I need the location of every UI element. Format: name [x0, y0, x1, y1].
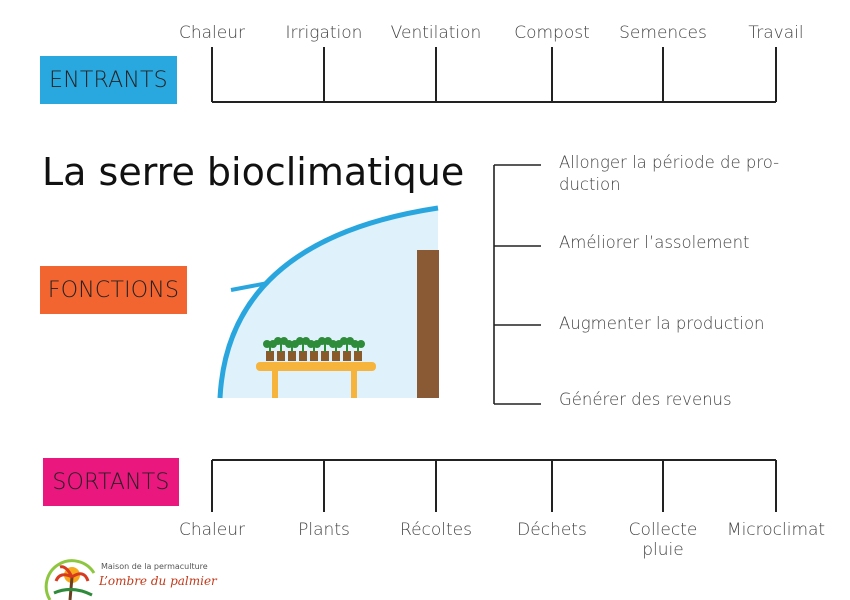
- table-leg-right: [351, 370, 357, 398]
- fonction-label-4: Générer des revenus: [559, 390, 732, 409]
- fonctions-tag: FONCTIONS: [40, 266, 187, 314]
- entrant-label-compost: Compost: [514, 23, 590, 43]
- entrant-label-semences: Semences: [619, 23, 707, 43]
- greenhouse-frame: [217, 205, 439, 399]
- sortant-label-microclimat: Microclimat: [726, 520, 826, 540]
- fonction-label-3: Augmenter la production: [559, 314, 765, 333]
- logo-line-1: Maison de la permaculture: [101, 562, 208, 571]
- sortant-label-chaleur: Chaleur: [178, 520, 246, 540]
- sortant-label-plants: Plants: [298, 520, 350, 540]
- table-top: [256, 362, 376, 371]
- fonction-label-2: Améliorer l’assolement: [559, 233, 750, 252]
- logo-icon: [44, 559, 96, 600]
- fonction-label-1: Allonger la période de pro- duction: [559, 153, 780, 194]
- seedling-pots: [263, 337, 365, 361]
- greenhouse-wall: [417, 250, 439, 398]
- greenhouse-interior: [220, 208, 438, 398]
- greenhouse-vent: [230, 281, 269, 292]
- entrant-label-travail: Travail: [748, 23, 804, 43]
- sortants-tag: SORTANTS: [43, 458, 179, 506]
- sortant-label-dechets: Déchets: [517, 520, 587, 540]
- sortant-label-collecte-pluie: Collecte pluie: [628, 520, 698, 560]
- table-leg-left: [272, 370, 278, 398]
- entrants-tag: ENTRANTS: [40, 56, 177, 104]
- entrant-label-chaleur: Chaleur: [178, 23, 246, 43]
- sortant-label-recoltes: Récoltes: [400, 520, 472, 540]
- page-title: La serre bioclimatique: [42, 150, 465, 194]
- entrant-label-irrigation: Irrigation: [285, 23, 363, 43]
- entrant-label-ventilation: Ventilation: [390, 23, 482, 43]
- logo-line-2: L’ombre du palmier: [99, 574, 217, 588]
